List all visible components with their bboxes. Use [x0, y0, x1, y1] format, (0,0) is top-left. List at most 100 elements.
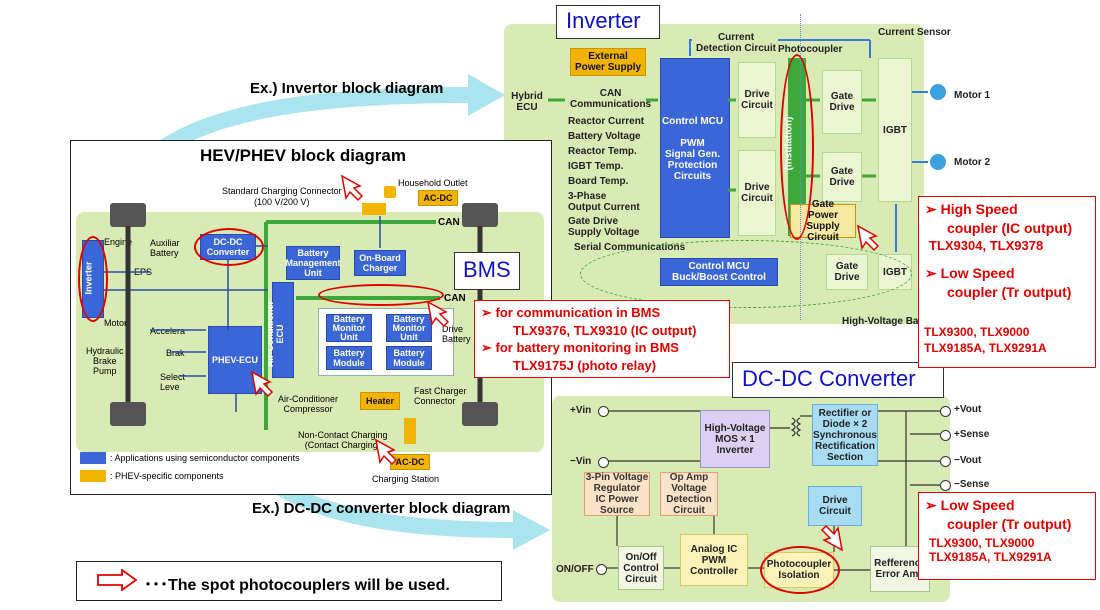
motor-2-icon	[930, 154, 946, 170]
battery-module-2: Battery Module	[386, 346, 432, 370]
callout-bms-l3: ➢ for battery monitoring in BMS	[481, 340, 679, 355]
signal-board-temp: Board Temp.	[568, 176, 629, 187]
wheel-fl	[110, 203, 146, 227]
hev-title: HEV/PHEV block diagram	[200, 146, 406, 165]
control-mcu-label: Control MCU	[662, 116, 724, 127]
wheel-fr	[462, 203, 498, 227]
legend-blue-swatch	[80, 452, 106, 464]
callout-bms-l1: ➢ for communication in BMS	[481, 305, 661, 320]
on-off-label: ON/OFF	[556, 564, 594, 575]
charging-plug-icon	[384, 186, 396, 198]
aircon-ecu	[272, 282, 294, 378]
gate-drive-1: Gate Drive	[822, 70, 862, 134]
legend-yellow-label: : PHEV-specific components	[110, 471, 224, 481]
can-label-top: CAN	[438, 217, 460, 228]
signal-serial: Serial Communications	[574, 242, 686, 253]
footnote-text: ･･･The spot photocouplers will be used.	[144, 577, 450, 594]
current-detection-label: Current Detection Circuit	[696, 32, 777, 54]
photocoupler-iso-highlight	[760, 546, 840, 594]
ex-inverter-heading: Ex.) Invertor block diagram	[250, 80, 444, 97]
aircon-compressor-label: Air-Conditioner Compressor	[278, 394, 339, 414]
hv-mos-inverter: High-Voltage MOS × 1 Inverter	[700, 410, 770, 468]
callout-dcdc: ➢ Low Speed coupler (Tr output) TLX9300,…	[918, 492, 1096, 580]
vin-neg-terminal	[598, 457, 609, 468]
rectifier-section: Rectifier or Diode × 2 Synchronous Recti…	[812, 404, 878, 466]
callout-inverter-l2: coupler (IC output)	[947, 220, 1073, 236]
analog-ic-pwm: Analog IC PWM Controller	[680, 534, 748, 586]
callout-inverter-parts1: TLX9300, TLX9000	[924, 325, 1030, 339]
current-sensor-label: Current Sensor	[878, 27, 951, 38]
callout-inverter-parts2: TLX9185A, TLX9291A	[924, 341, 1047, 355]
signal-battery-voltage: Battery Voltage	[568, 131, 641, 142]
vin-neg-label: −Vin	[570, 456, 592, 467]
battery-module-1: Battery Module	[326, 346, 372, 370]
photocoupler-label: Photocoupler	[778, 44, 843, 55]
inverter-title: Inverter	[566, 8, 641, 33]
can-bms-highlight	[318, 284, 444, 306]
callout-dcdc-l2: coupler (Tr output)	[947, 516, 1072, 532]
external-power-supply: External Power Supply	[570, 48, 646, 76]
callout-inverter-l5: coupler (Tr output)	[947, 284, 1072, 300]
callout-inverter-l4: ➢ Low Speed	[925, 265, 1015, 281]
signal-gate-drive-supply: Gate Drive Supply Voltage	[568, 216, 640, 238]
dcdc-hev-highlight	[194, 228, 264, 266]
battery-monitor-2: Battery Monitor Unit	[386, 314, 432, 342]
dcdc-title: DC-DC Converter	[742, 366, 916, 391]
sense-pos-terminal	[940, 430, 951, 441]
brake-label: Brak	[166, 348, 185, 358]
ac-dc-top: AC-DC	[418, 190, 458, 206]
onboard-charger: On-Board Charger	[354, 250, 406, 276]
callout-inverter: ➢ High Speed coupler (IC output) TLX9304…	[918, 196, 1096, 368]
accelerator-label: Accelera	[150, 326, 186, 336]
phev-ecu: PHEV-ECU	[208, 326, 262, 394]
motor-1-icon	[930, 84, 946, 100]
onoff-control-circuit: On/Off Control Circuit	[618, 546, 664, 590]
control-mcu-block	[660, 58, 730, 238]
engine-label: Engine	[104, 237, 133, 247]
battery-monitor-1: Battery Monitor Unit	[326, 314, 372, 342]
bms-unit: Battery Management Unit	[285, 246, 341, 280]
callout-dcdc-l1: ➢ Low Speed	[925, 497, 1015, 513]
hydraulic-pump-label: Hydraulic Brake Pump	[86, 346, 124, 376]
charging-station-label: Charging Station	[372, 474, 440, 484]
legend-yellow-swatch	[80, 470, 106, 482]
household-outlet-label: Household Outlet	[398, 178, 468, 188]
footnote-box	[76, 561, 502, 601]
vin-pos-label: +Vin	[570, 405, 592, 416]
callout-dcdc-l4: TLX9185A, TLX9291A	[929, 550, 1052, 564]
wheel-rl	[110, 402, 146, 426]
sense-pos-label: +Sense	[954, 429, 990, 440]
sense-neg-terminal	[940, 480, 951, 491]
opamp-detection: Op Amp Voltage Detection Circuit	[660, 472, 718, 516]
non-contact-label: Non-Contact Charging (Contact Charging)	[298, 430, 388, 450]
insulation-highlight	[780, 54, 814, 240]
signal-can: CAN Communications	[570, 88, 652, 110]
fast-charger-icon	[404, 418, 416, 444]
inverter-title-box	[556, 5, 660, 39]
drive-battery-label: Drive Battery	[442, 324, 471, 344]
ex-dcdc-heading: Ex.) DC-DC converter block diagram	[252, 500, 511, 517]
drive-circuit-1: Drive Circuit	[738, 62, 776, 138]
footnote-arrow-icon	[97, 569, 138, 591]
aux-battery-label: Auxiliar Battery	[150, 238, 180, 258]
sense-neg-label: −Sense	[954, 479, 990, 490]
vout-neg-terminal	[940, 456, 951, 467]
vout-pos-label: +Vout	[954, 404, 982, 415]
pwm-label: PWM Signal Gen. Protection Circuits	[665, 138, 721, 182]
gate-drive-2: Gate Drive	[822, 152, 862, 202]
signal-3phase: 3-Phase Output Current	[568, 191, 640, 213]
motor-2-label: Motor 2	[954, 157, 991, 168]
igbt-1: IGBT	[878, 58, 912, 202]
signal-igbt-temp: IGBT Temp.	[568, 161, 624, 172]
callout-inverter-l3: TLX9304, TLX9378	[929, 238, 1044, 253]
vout-neg-label: −Vout	[954, 455, 982, 466]
standard-charging-label: Standard Charging Connector (100 V/200 V…	[222, 186, 342, 207]
signal-reactor-temp: Reactor Temp.	[568, 146, 637, 157]
callout-bms: ➢ for communication in BMS TLX9376, TLX9…	[474, 300, 730, 378]
inverter-hev-highlight	[78, 236, 108, 322]
bms-label-box	[454, 252, 520, 290]
callout-dcdc-l3: TLX9300, TLX9000	[929, 536, 1035, 550]
callout-bms-l2: TLX9376, TLX9310 (IC output)	[513, 323, 697, 338]
